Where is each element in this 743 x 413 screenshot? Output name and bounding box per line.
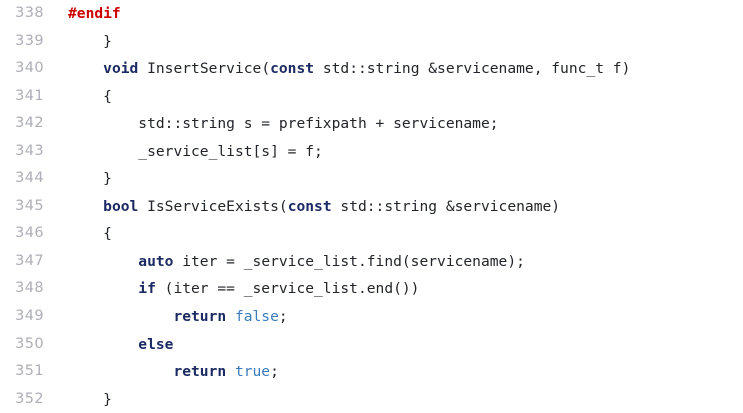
code-line[interactable]: 343 _service_list[s] = f; <box>0 138 743 166</box>
code-token-kw: void <box>103 60 139 78</box>
code-line[interactable]: 338 #endif <box>0 0 743 28</box>
code-token-lit: true <box>234 363 271 381</box>
code-line-content[interactable]: } <box>58 28 743 56</box>
code-line[interactable]: 349 return false; <box>0 303 743 331</box>
code-line-content[interactable]: return true; <box>58 358 743 386</box>
line-number: 340 <box>15 60 44 77</box>
code-token-kw: else <box>138 335 174 353</box>
code-token-pre: #endif <box>68 5 121 22</box>
code-token-plain: ; <box>270 363 279 381</box>
code-line[interactable]: 351 return true; <box>0 358 743 386</box>
indent-spacer <box>68 336 138 353</box>
line-number: 345 <box>15 197 44 214</box>
code-token-kw: const <box>270 60 315 78</box>
code-line[interactable]: 339 } <box>0 28 743 56</box>
code-token-punct: { <box>103 87 112 105</box>
code-token-plain: _service_list[s] = f; <box>138 142 323 160</box>
indent-spacer <box>68 308 173 325</box>
indent-spacer <box>68 198 103 215</box>
line-number: 338 <box>15 5 44 21</box>
line-number: 352 <box>15 390 44 407</box>
code-line[interactable]: 347 auto iter = _service_list.find(servi… <box>0 248 743 276</box>
code-line-content[interactable]: _service_list[s] = f; <box>58 138 743 166</box>
indent-spacer <box>68 115 138 132</box>
code-line[interactable]: 348 if (iter == _service_list.end()) <box>0 275 743 303</box>
code-token-plain: iter = _service_list.find(servicename); <box>173 252 525 270</box>
code-token-punct: } <box>103 390 112 408</box>
code-line-content[interactable]: else <box>58 331 743 359</box>
indent-spacer <box>68 60 103 77</box>
code-token-plain: (iter == _service_list.end()) <box>155 280 420 298</box>
code-token-kw: return <box>173 308 227 326</box>
line-number: 350 <box>15 335 44 352</box>
code-line[interactable]: 345 bool IsServiceExists(const std::stri… <box>0 193 743 221</box>
line-number: 349 <box>15 308 44 325</box>
indent-spacer <box>68 363 173 380</box>
code-line[interactable]: 344 } <box>0 165 743 193</box>
code-line-content[interactable]: } <box>58 165 743 193</box>
code-line-content[interactable]: bool IsServiceExists(const std::string &… <box>58 193 743 221</box>
line-number: 346 <box>15 225 44 242</box>
code-token-punct: { <box>103 225 112 243</box>
code-token-kw: auto <box>138 252 174 270</box>
code-line-content[interactable]: { <box>58 83 743 111</box>
line-number: 339 <box>15 32 44 49</box>
indent-spacer <box>68 88 103 105</box>
code-token-plain: ; <box>278 308 288 326</box>
indent-spacer <box>68 143 138 160</box>
code-line-content[interactable]: #endif <box>58 0 743 28</box>
line-number: 344 <box>15 170 44 187</box>
indent-spacer <box>68 280 138 297</box>
line-number: 347 <box>15 252 44 269</box>
code-line-content[interactable]: { <box>58 220 743 248</box>
indent-spacer <box>68 225 103 242</box>
code-token-plain: std::string s = prefixpath + servicename… <box>138 115 499 133</box>
code-line[interactable]: 352 } <box>0 386 743 413</box>
code-token-kw: return <box>173 363 227 381</box>
code-line[interactable]: 342 std::string s = prefixpath + service… <box>0 110 743 138</box>
code-token-punct: } <box>103 32 112 50</box>
code-token-plain: InsertService( <box>138 60 271 78</box>
indent-spacer <box>68 391 103 408</box>
code-token-plain: std::string &servicename) <box>331 197 561 215</box>
code-line-content[interactable]: void InsertService(const std::string &se… <box>58 55 743 83</box>
code-token-plain: IsServiceExists( <box>138 197 288 215</box>
code-token-kw: if <box>138 280 156 298</box>
code-line[interactable]: 341 { <box>0 83 743 111</box>
code-token-plain: std::string &servicename, func_t f) <box>314 60 631 78</box>
line-number: 348 <box>15 280 44 297</box>
code-line-content[interactable]: } <box>58 386 743 413</box>
code-token-plain <box>226 363 235 380</box>
code-token-kw: bool <box>103 197 139 215</box>
indent-spacer <box>68 253 138 270</box>
line-number: 343 <box>15 142 44 159</box>
code-token-kw: const <box>287 197 332 215</box>
line-number: 341 <box>15 87 44 104</box>
line-number: 351 <box>15 363 44 380</box>
code-line[interactable]: 340 void InsertService(const std::string… <box>0 55 743 83</box>
code-token-lit: false <box>234 308 279 326</box>
code-token-plain <box>226 308 235 325</box>
code-line-content[interactable]: auto iter = _service_list.find(servicena… <box>58 248 743 276</box>
code-line-content[interactable]: if (iter == _service_list.end()) <box>58 275 743 303</box>
code-line[interactable]: 350 else <box>0 331 743 359</box>
line-number: 342 <box>15 115 44 132</box>
code-token-punct: } <box>103 170 112 188</box>
indent-spacer <box>68 170 103 187</box>
code-line-content[interactable]: std::string s = prefixpath + servicename… <box>58 110 743 138</box>
code-line[interactable]: 346 { <box>0 220 743 248</box>
code-line-content[interactable]: return false; <box>58 303 743 331</box>
indent-spacer <box>68 33 103 50</box>
